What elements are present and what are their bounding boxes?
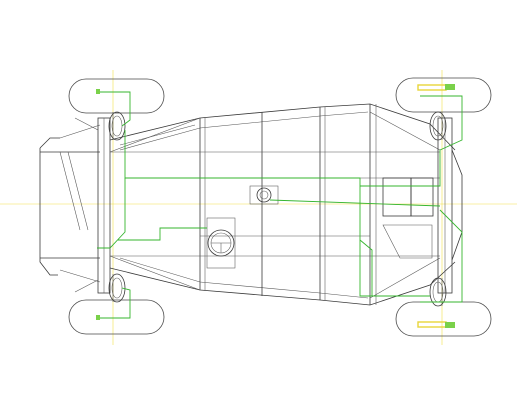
tire-rear-left [395, 77, 492, 113]
front-left-brake-fitting [96, 89, 100, 94]
steering-wheel-icon [206, 217, 236, 269]
tire-front-left [68, 78, 165, 114]
front-right-brake-fitting [96, 315, 100, 320]
rear-right-hub [429, 277, 447, 307]
brake-reservoir-icon [249, 185, 279, 205]
chassis-frame [39, 103, 463, 306]
seat-icon [382, 177, 434, 259]
tire-rear-right [395, 301, 492, 337]
front-right-hub [108, 273, 126, 303]
rear-left-hub [429, 111, 447, 141]
rear-right-brake-caliper [445, 322, 455, 328]
brake-lines [97, 91, 463, 319]
rear-left-brake-caliper [445, 84, 455, 90]
tire-front-right [68, 299, 165, 335]
